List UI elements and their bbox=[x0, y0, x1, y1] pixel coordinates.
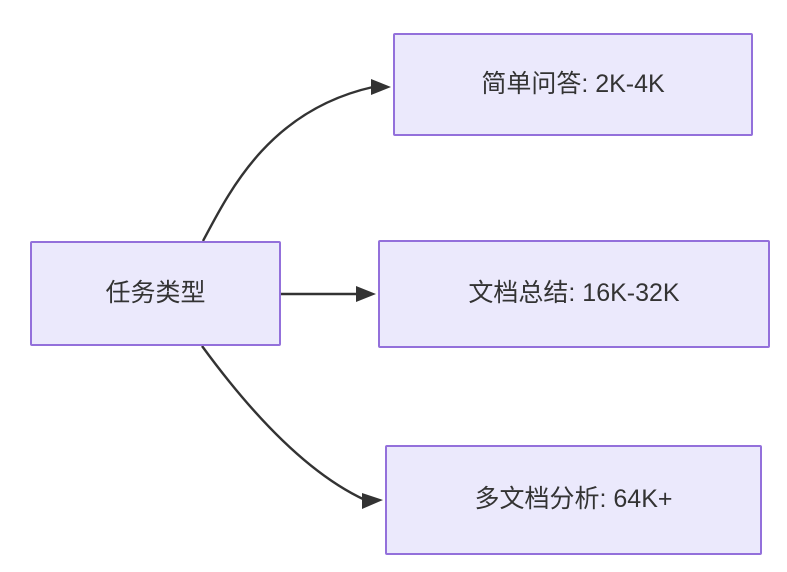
node-task-type-label: 任务类型 bbox=[105, 278, 206, 307]
node-simple-qa[interactable]: 简单问答: 2K-4K bbox=[393, 33, 753, 136]
edge-to-simple-qa bbox=[201, 79, 391, 242]
edge-to-multi-doc bbox=[201, 345, 383, 509]
edge-to-simple-qa-path bbox=[201, 85, 374, 242]
node-doc-summary-label: 文档总结: 16K-32K bbox=[468, 279, 680, 308]
node-simple-qa-label: 简单问答: 2K-4K bbox=[481, 69, 665, 98]
node-task-type[interactable]: 任务类型 bbox=[30, 241, 281, 346]
node-multi-doc-label: 多文档分析: 64K+ bbox=[474, 485, 673, 514]
node-doc-summary[interactable]: 文档总结: 16K-32K bbox=[378, 240, 770, 348]
edge-to-simple-qa-arrowhead bbox=[371, 79, 391, 95]
edge-to-multi-doc-path bbox=[201, 345, 366, 502]
edge-to-doc-summary-arrowhead bbox=[356, 286, 376, 302]
edge-to-doc-summary bbox=[281, 286, 376, 302]
edge-to-multi-doc-arrowhead bbox=[362, 493, 383, 509]
node-multi-doc[interactable]: 多文档分析: 64K+ bbox=[385, 445, 762, 555]
